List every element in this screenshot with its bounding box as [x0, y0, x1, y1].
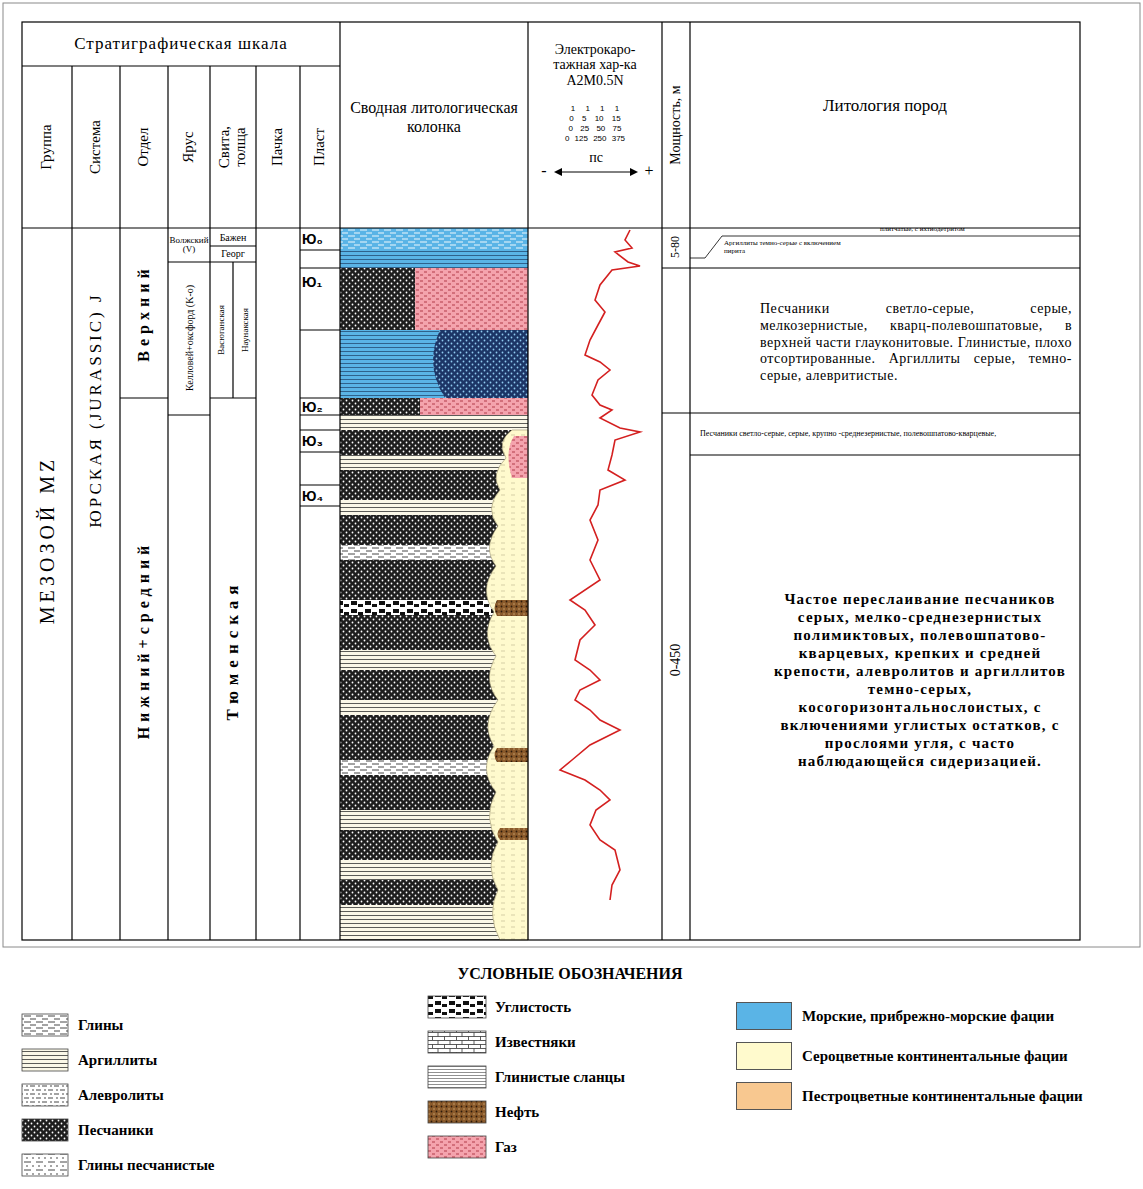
series-name: Нижний+средний	[135, 410, 153, 870]
thickness-value: 0-450	[668, 620, 684, 700]
lithology-description: Песчаники светло-серые, серые, мелкозерн…	[760, 276, 1072, 410]
legend-text: Глинистые сланцы	[495, 1067, 725, 1087]
sp-log-curve	[560, 230, 640, 900]
axis-label: пс	[576, 148, 616, 168]
column-heading: Электрокаро- тажная хар-ка A2M0.5N	[532, 26, 658, 104]
legend-swatch	[736, 1002, 792, 1030]
column-heading: Свита, толща	[217, 112, 249, 182]
reservoir-index: Ю₂	[302, 399, 338, 415]
lithology-description: Частое переслаивание песчаников серых, м…	[770, 560, 1070, 800]
group-name: МЕЗОЗОЙ MZ	[36, 340, 59, 740]
stage-name: Волжский (V)	[169, 229, 209, 261]
column-heading: Пачка	[269, 72, 286, 222]
scale-value: 0 125 250 375	[532, 134, 658, 144]
lithology-column	[340, 228, 528, 940]
column-heading: Группа	[38, 72, 55, 222]
sp-axis-arrow	[554, 168, 638, 176]
system-name: ЮРСКАЯ (JURASSIC) J	[86, 240, 106, 580]
section-heading: Стратиграфическая шкала	[22, 24, 340, 64]
axis-sign: -	[536, 160, 552, 182]
formation-name: Тюменская	[223, 420, 243, 880]
legend-text: Аргиллиты	[78, 1050, 378, 1070]
legend-text: Известняки	[495, 1032, 725, 1052]
reservoir-index: Ю₁	[302, 272, 338, 292]
column-heading: Отдел	[135, 72, 152, 222]
stage-name: Келловей+оксфорд (K-o)	[184, 283, 195, 393]
legend-text: Алевролиты	[78, 1085, 378, 1105]
legend-pattern-swatches	[22, 996, 486, 1176]
axis-sign: +	[640, 160, 658, 182]
reservoir-index: Ю₀	[302, 230, 338, 248]
legend-swatch	[736, 1082, 792, 1110]
column-heading: Ярус	[180, 72, 197, 222]
legend-swatch	[736, 1042, 792, 1070]
series-name: Верхний	[135, 233, 153, 393]
legend-text: Нефть	[495, 1102, 725, 1122]
scale-value: 0 5 10 15	[532, 114, 658, 124]
legend-text: Пестроцветные континентальные фации	[802, 1086, 1132, 1106]
formation-name: Бажен	[211, 229, 255, 246]
legend-text: Глины песчанистые	[78, 1155, 378, 1175]
formation-name: Наунакская	[240, 263, 250, 397]
scale-value: 0 25 50 75	[532, 124, 658, 134]
column-heading: Мощность, м	[668, 30, 684, 220]
column-heading: Сводная литологическая колонка	[345, 70, 523, 165]
legend-text: Газ	[495, 1137, 725, 1157]
column-heading: Пласт	[311, 72, 328, 222]
reservoir-index: Ю₄	[302, 487, 338, 505]
legend-text: Песчаники	[78, 1120, 378, 1140]
legend-text: Глины	[78, 1015, 378, 1035]
legend-text: Углистость	[495, 997, 725, 1017]
scale-value: 1 1 1 1	[532, 104, 658, 114]
lithology-note: плитчатые, с ихтиодетритом	[880, 224, 1075, 235]
column-heading: Система	[87, 72, 104, 222]
lithology-description: Песчаники светло-серые, серые, крупно -с…	[700, 416, 1072, 452]
formation-name: Васюганская	[216, 263, 226, 397]
table-grid	[22, 22, 1080, 940]
lithology-note: Аргиллиты темно-серые с включением пирит…	[724, 238, 854, 257]
legend-text: Сероцветные континентальные фации	[802, 1046, 1132, 1066]
legend-heading: УСЛОВНЫЕ ОБОЗНАЧЕНИЯ	[370, 960, 770, 988]
thickness-value: 5-80	[669, 227, 683, 267]
column-heading: Литология пород	[820, 80, 950, 132]
reservoir-index: Ю₃	[302, 432, 338, 450]
formation-name: Георг	[211, 246, 255, 262]
legend-text: Морские, прибрежно-морские фации	[802, 1006, 1132, 1026]
